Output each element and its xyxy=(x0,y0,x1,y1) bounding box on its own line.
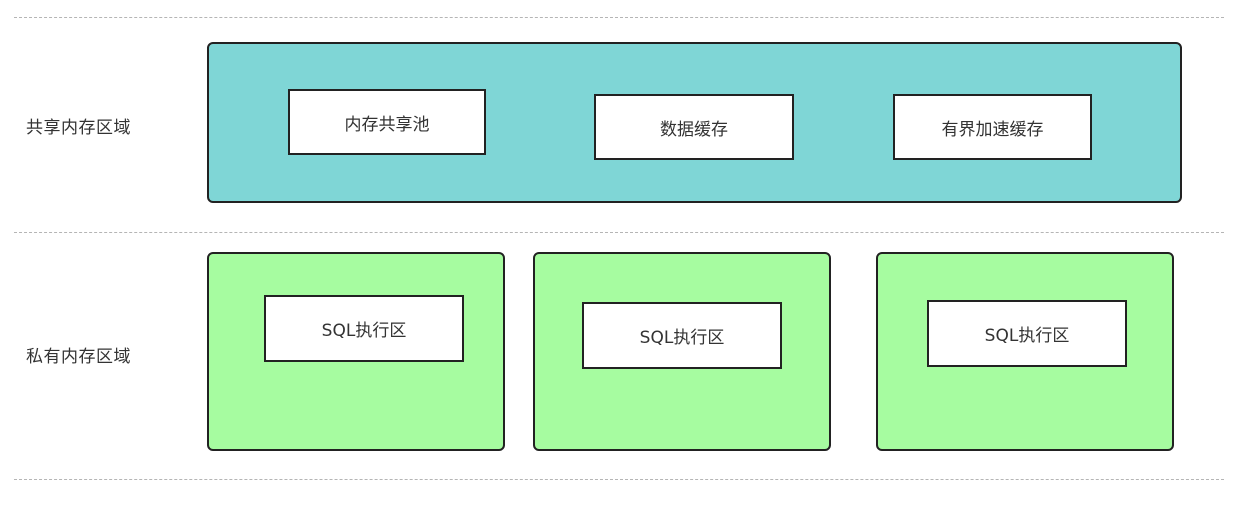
sql-execution-area-box-3: SQL执行区 xyxy=(927,300,1127,367)
private-region-label: 私有内存区域 xyxy=(26,347,131,367)
sql-execution-area-box-1: SQL执行区 xyxy=(264,295,464,362)
sql-execution-area-box-2: SQL执行区 xyxy=(582,302,782,369)
divider-top xyxy=(14,17,1224,18)
memory-share-pool-box: 内存共享池 xyxy=(288,89,486,155)
divider-middle xyxy=(14,232,1224,233)
shared-region-label: 共享内存区域 xyxy=(26,118,131,138)
bounded-accel-cache-box: 有界加速缓存 xyxy=(893,94,1092,160)
data-cache-box: 数据缓存 xyxy=(594,94,794,160)
divider-bottom xyxy=(14,479,1224,480)
